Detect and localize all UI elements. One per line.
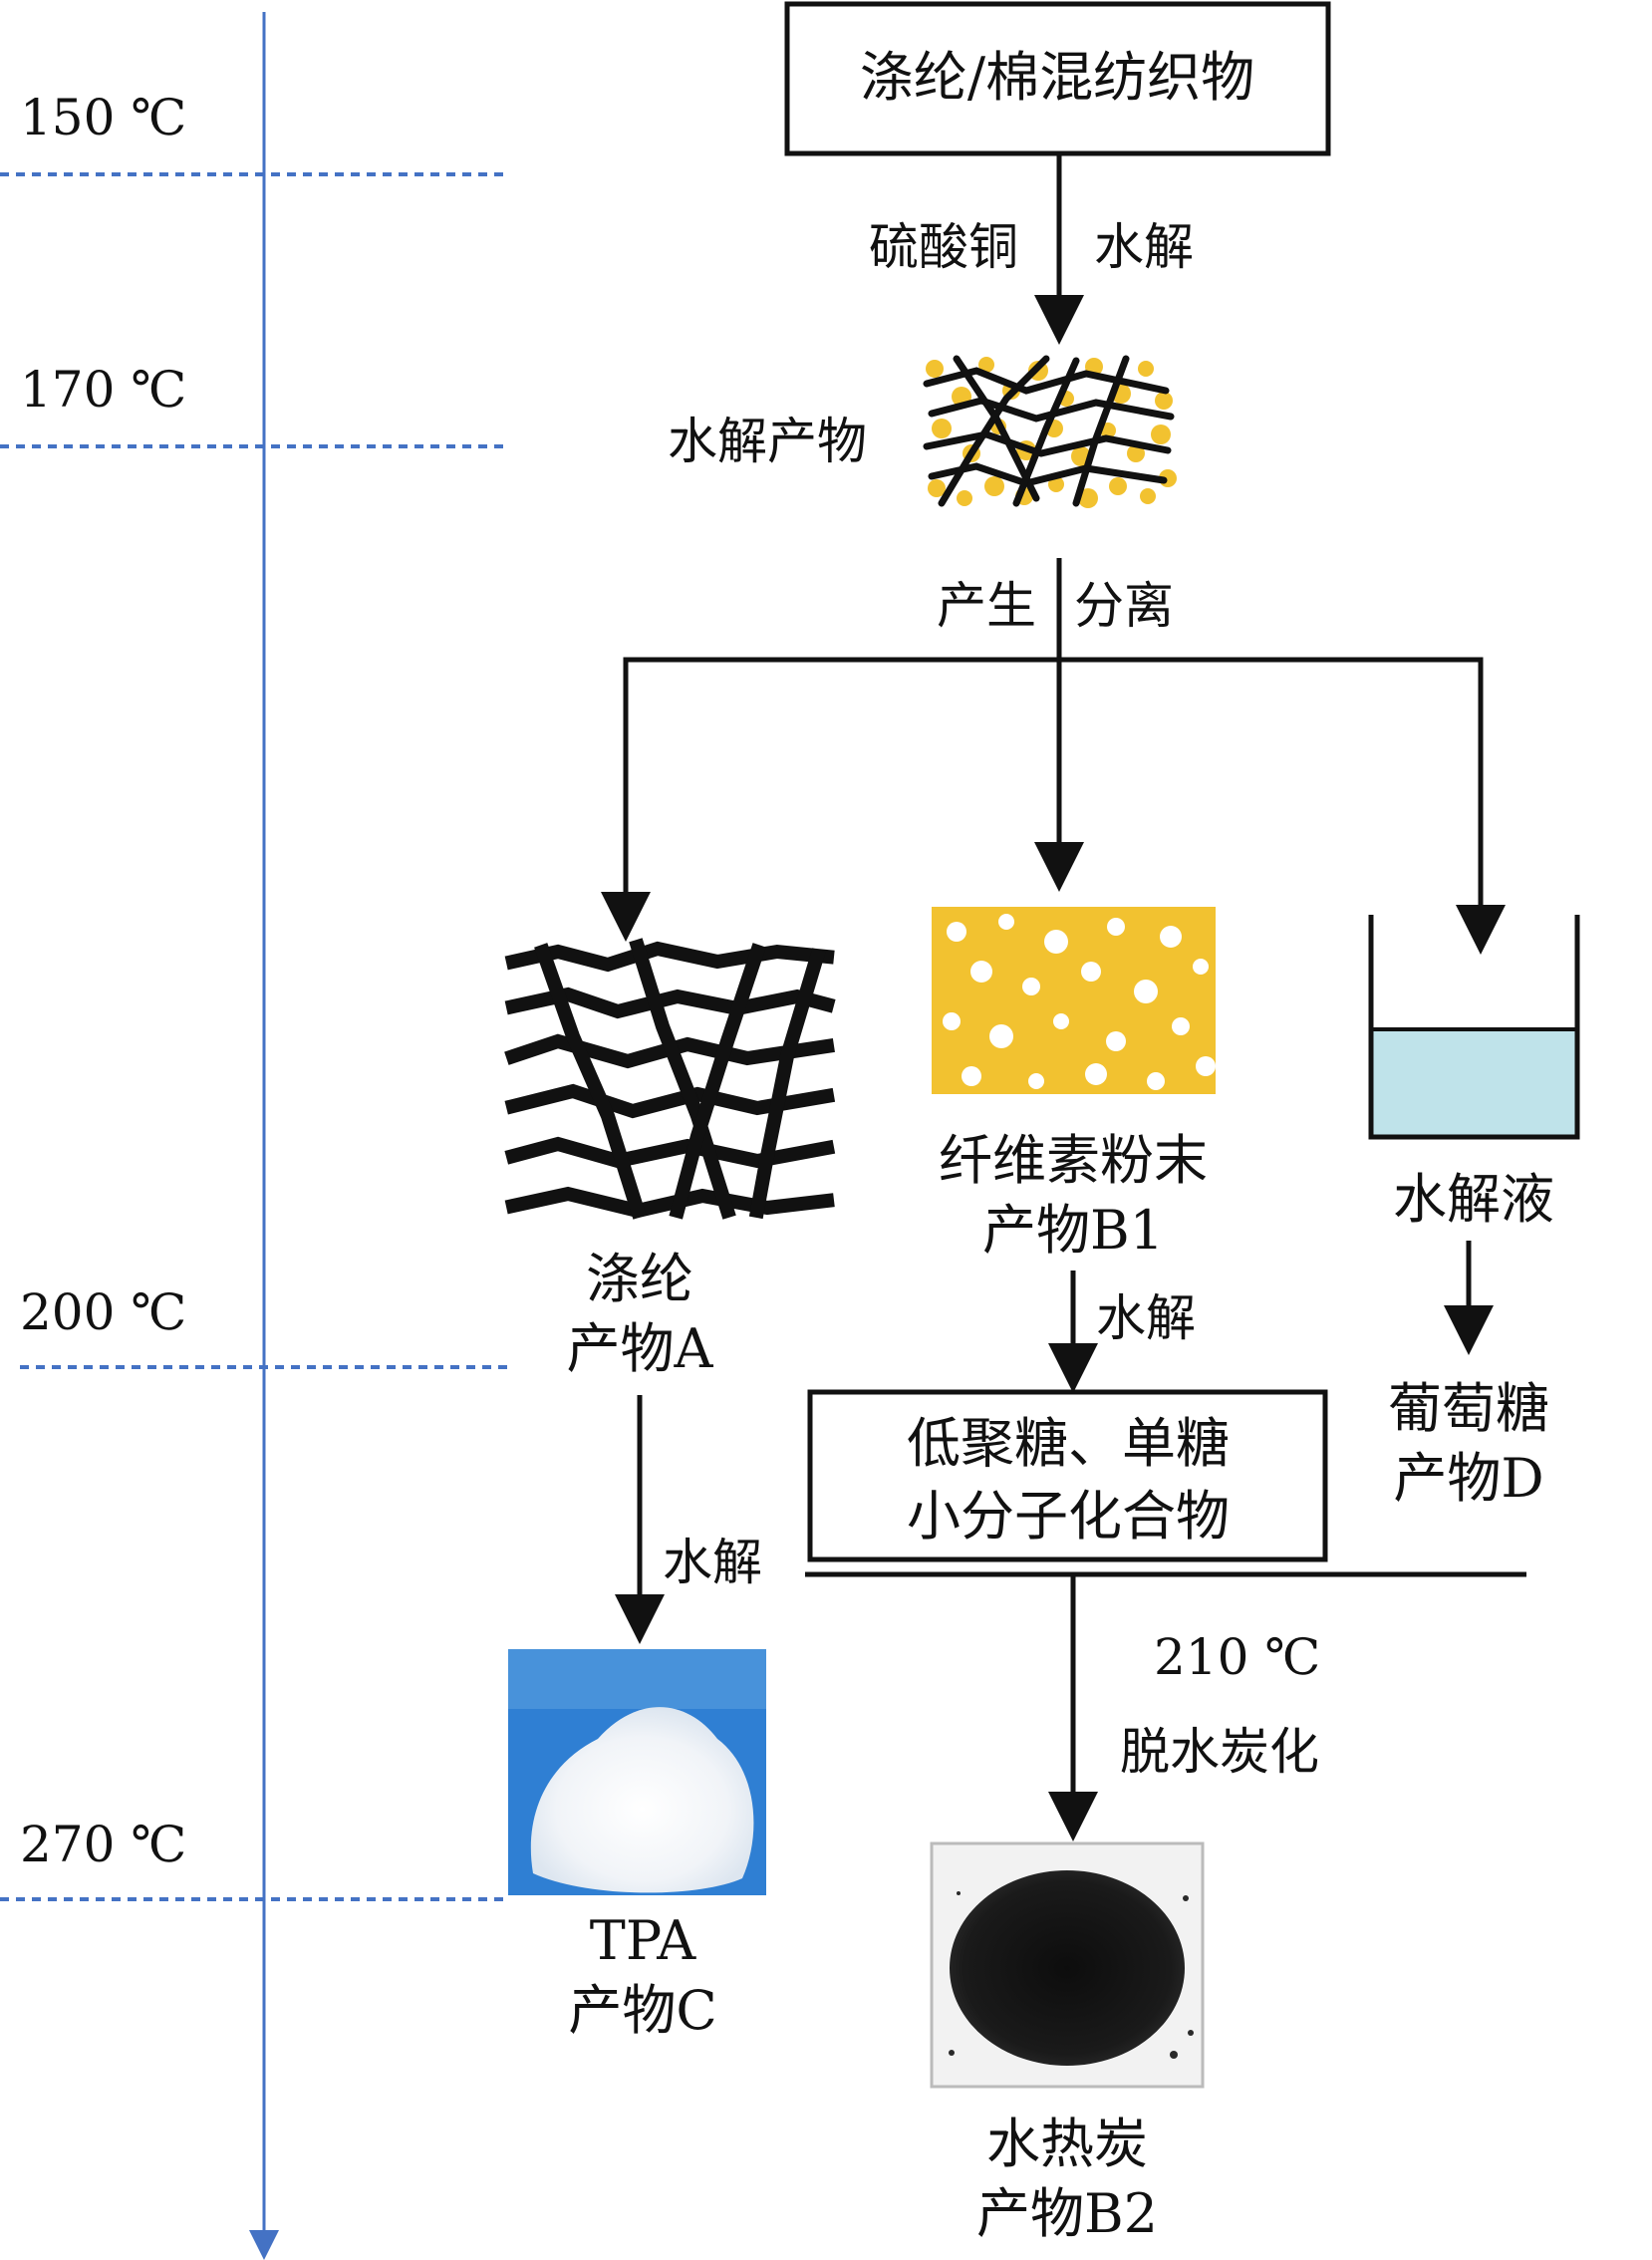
step1-process: 水解 <box>1094 218 1194 276</box>
polyester-fiber-image <box>504 938 836 1220</box>
step-b2-temp: 210 ℃ <box>1154 1628 1320 1686</box>
product-a-code: 产物A <box>567 1317 714 1380</box>
hydrolysis-mixture-image <box>922 354 1177 508</box>
product-b1-code: 产物B1 <box>982 1199 1164 1262</box>
sugar-box-line2: 小分子化合物 <box>907 1485 1230 1548</box>
cellulose-powder-image <box>932 907 1216 1094</box>
tick-label-150: 150 ℃ <box>20 89 186 146</box>
product-b2-name: 水热炭 <box>986 2113 1148 2175</box>
product-d-name: 葡萄糖 <box>1388 1377 1549 1440</box>
tick-label-270: 270 ℃ <box>20 1816 186 1873</box>
hydrochar-photo <box>930 1841 1205 2089</box>
step1-reagent: 硫酸铜 <box>869 218 1018 276</box>
temperature-axis: 150 ℃ 170 ℃ 200 ℃ 270 ℃ <box>0 12 508 2260</box>
step2-left: 产生 <box>937 577 1036 635</box>
step-b2-label: 脱水炭化 <box>1120 1723 1319 1781</box>
step2-right: 分离 <box>1074 577 1174 635</box>
product-d-code: 产物D <box>1393 1447 1543 1510</box>
hydrolysate-label: 水解液 <box>1393 1168 1554 1231</box>
product-b2-code: 产物B2 <box>976 2182 1158 2245</box>
product-b1-name: 纤维素粉末 <box>939 1129 1208 1192</box>
splitter-line <box>623 657 1484 939</box>
step-a-label: 水解 <box>663 1534 762 1591</box>
tick-label-170: 170 ℃ <box>20 361 186 419</box>
sugar-box-line1: 低聚糖、单糖 <box>907 1412 1230 1475</box>
start-box-label: 涤纶/棉混纺织物 <box>860 46 1254 109</box>
product-c-code: 产物C <box>568 1979 716 2042</box>
hydrolysis-product-label: 水解产物 <box>668 413 867 470</box>
start-box <box>784 1 1331 156</box>
sugar-box <box>807 1389 1328 1562</box>
tpa-photo <box>508 1649 766 1895</box>
beaker-image <box>1368 915 1580 1140</box>
step-b1-label: 水解 <box>1096 1289 1196 1347</box>
tick-label-200: 200 ℃ <box>20 1283 186 1341</box>
product-c-name: TPA <box>590 1909 696 1972</box>
product-a-name: 涤纶 <box>586 1248 693 1310</box>
